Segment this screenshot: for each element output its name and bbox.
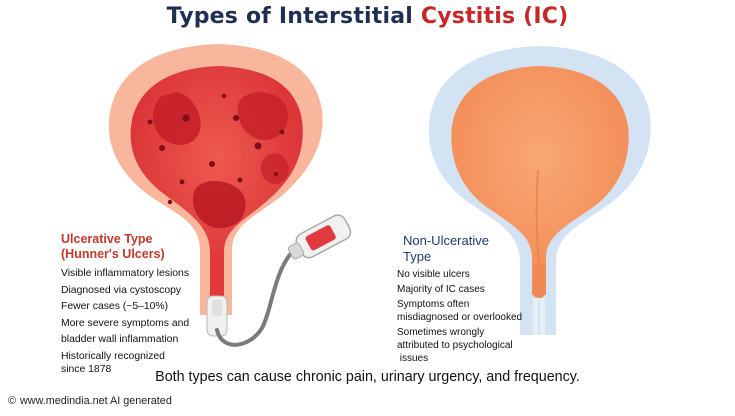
non-ulcerative-detail-line: Sometimes wrongly <box>397 327 485 338</box>
ulcerative-detail-line: Visible inflammatory lesions <box>61 268 190 279</box>
healthy-urethra <box>533 262 545 298</box>
cystoscope-eyepiece <box>287 242 305 260</box>
non-ulcerative-detail-line: Symptoms often <box>397 299 470 310</box>
ulcerative-detail-line: More severe symptoms and <box>61 317 190 329</box>
non-ulcerative-heading: Non-Ulcerative Type <box>403 233 489 264</box>
cystoscope-screen <box>305 225 336 251</box>
ulcer-lesion-patch <box>153 92 201 145</box>
non-ulcerative-details: No visible ulcers Majority of IC cases S… <box>397 268 522 365</box>
non-ulcerative-heading-line2: Type <box>403 248 432 264</box>
ulcerative-detail-line: bladder wall inflammation <box>61 334 179 346</box>
ulcerative-heading-line2: (Hunner's Ulcers) <box>61 247 165 261</box>
ulcer-dot <box>274 172 278 176</box>
ulcer-lesion-patch <box>237 92 288 140</box>
ulcerative-detail-line: Fewer cases (~5–10%) <box>61 301 169 313</box>
ulcer-dot <box>147 119 153 125</box>
non-ulcerative-detail-line: attributed to psychological <box>397 340 513 351</box>
non-ulcerative-bladder-illustration <box>428 46 651 335</box>
title-part-highlight: Cystitis (IC) <box>420 4 569 29</box>
ulcerative-heading: Ulcerative Type (Hunner's Ulcers) <box>61 232 165 262</box>
non-ulcerative-detail-line: misdiagnosed or overlooked <box>397 312 523 323</box>
ulcerative-detail-line: since 1878 <box>61 364 112 376</box>
ulcer-dot <box>182 114 190 122</box>
ulcer-dot <box>233 115 239 121</box>
ulcer-dot <box>159 145 165 151</box>
healthy-bladder-lining <box>451 66 629 295</box>
cystoscope-tip-detail <box>212 300 222 316</box>
copyright-icon: © <box>8 395 16 407</box>
non-ulcerative-heading-line1: Non-Ulcerative <box>403 233 489 248</box>
non-ulcerative-detail-line: Majority of IC cases <box>397 284 485 295</box>
summary-caption: Both types can cause chronic pain, urina… <box>155 369 580 385</box>
ulcerative-bladder-illustration <box>108 44 323 337</box>
ulcerative-details: Visible inflammatory lesions Diagnosed v… <box>61 267 189 377</box>
ulcer-dot <box>279 129 285 135</box>
non-ulcerative-detail-line: issues <box>397 353 429 364</box>
ulcer-dot <box>237 177 243 183</box>
bladder-fold <box>535 169 540 263</box>
title-part-main: Types of Interstitial <box>166 4 421 29</box>
credit-line: ©www.medindia.net AI generated <box>8 395 172 407</box>
credit-text: www.medindia.net AI generated <box>19 395 172 407</box>
ulcer-dot <box>209 161 215 167</box>
non-ulcerative-detail-line: No visible ulcers <box>397 269 470 280</box>
ulcer-dot <box>221 93 227 99</box>
ulcer-lesion-patch <box>260 153 289 184</box>
ulcerative-detail-line: Diagnosed via cystoscopy <box>61 284 182 296</box>
ulcerative-detail-line: Historically recognized <box>61 350 165 362</box>
ulcerative-heading-line1: Ulcerative Type <box>61 232 153 246</box>
ulcer-lesion-patch <box>192 181 246 229</box>
ulcer-dot <box>167 199 173 205</box>
page-title: Types of Interstitial Cystitis (IC) <box>0 4 735 29</box>
ulcer-dot <box>254 142 262 150</box>
ulcer-dot <box>179 179 185 185</box>
cystoscope-cable <box>215 248 296 347</box>
cystoscope-device <box>215 214 352 347</box>
